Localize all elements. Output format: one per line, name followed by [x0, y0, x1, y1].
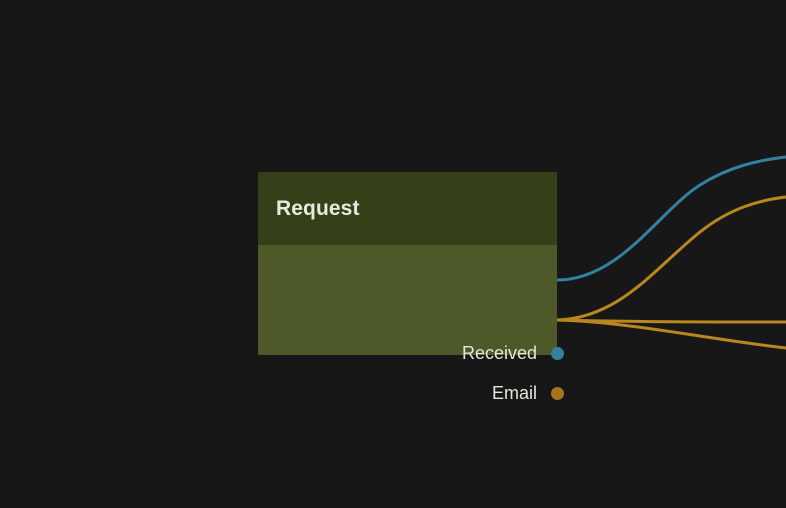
edge-email-3[interactable]	[555, 318, 786, 350]
node-request[interactable]: Request Received Email	[258, 172, 564, 402]
edge-email-1[interactable]	[555, 195, 786, 322]
output-label-email: Email	[491, 383, 537, 403]
edge-email-2[interactable]	[555, 318, 786, 324]
output-port-email[interactable]	[550, 386, 564, 400]
output-port-received[interactable]	[550, 346, 564, 360]
node-header[interactable]: Request	[258, 172, 557, 245]
node-body: Received Email	[258, 245, 564, 402]
node-title: Request	[276, 197, 360, 220]
output-label-received: Received	[461, 343, 537, 363]
edge-received-1[interactable]	[555, 155, 786, 282]
